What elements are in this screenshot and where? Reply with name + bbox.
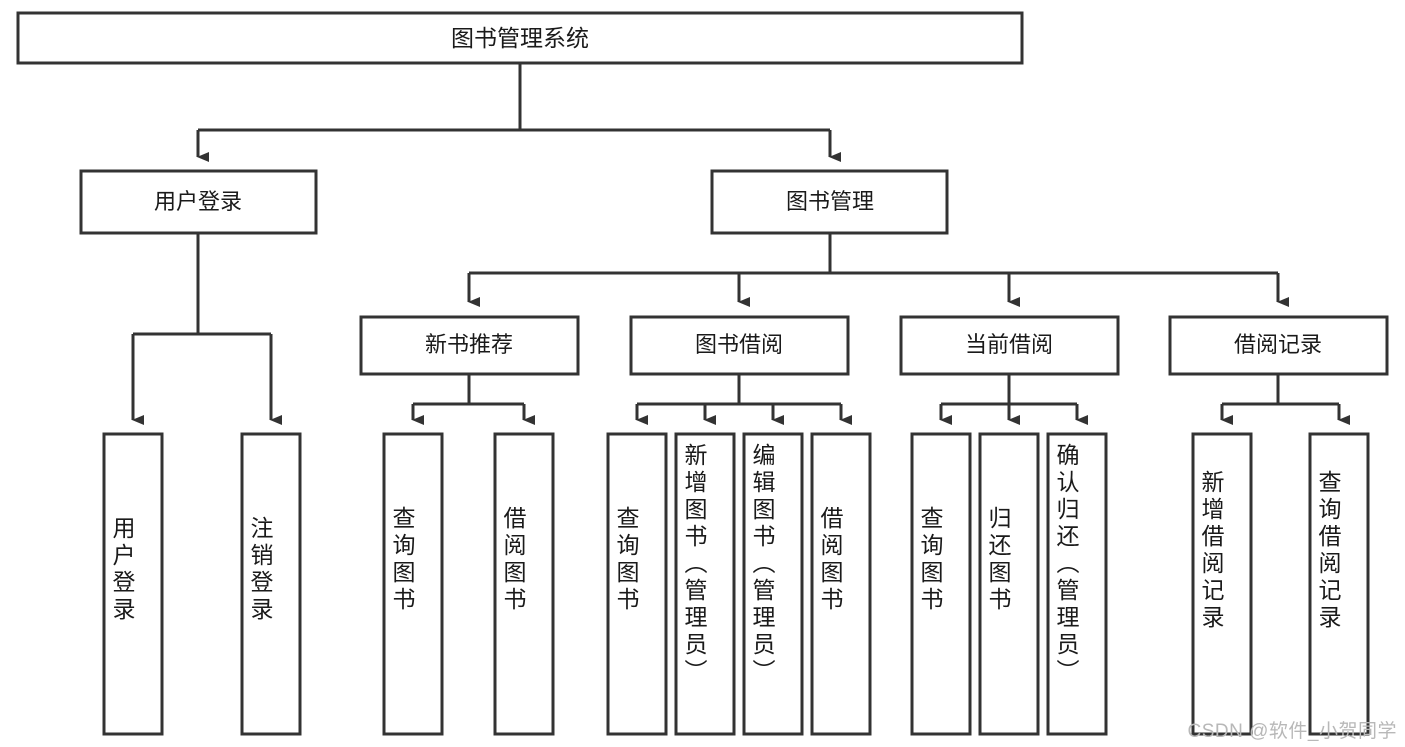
leaf-box-query-book-current[interactable] <box>910 432 972 736</box>
leaf-box-borrow-book-recommend[interactable] <box>493 432 555 736</box>
node-root-label: 图书管理系统 <box>451 25 589 51</box>
node-book-manage-label: 图书管理 <box>786 189 874 214</box>
node-borrow-record-box[interactable] <box>1168 315 1389 376</box>
leaf-box-query-borrow-record[interactable] <box>1308 432 1370 736</box>
leaf-box-query-book-recommend[interactable] <box>382 432 444 736</box>
leaf-box-edit-book-admin[interactable] <box>742 432 804 736</box>
leaf-box-query-book-borrow[interactable] <box>606 432 668 736</box>
node-current-borrow-label: 当前借阅 <box>965 332 1053 357</box>
node-user-login-label: 用户登录 <box>154 189 242 214</box>
node-borrow-record-label: 借阅记录 <box>1234 332 1322 357</box>
leaf-box-user-login[interactable] <box>102 432 164 736</box>
node-book-borrow-label: 图书借阅 <box>695 332 783 357</box>
leaf-box-add-borrow-record[interactable] <box>1191 432 1253 736</box>
leaf-box-add-book-admin[interactable] <box>674 432 736 736</box>
leaf-box-confirm-return-admin[interactable] <box>1046 432 1108 736</box>
node-new-book-recommend-label: 新书推荐 <box>425 332 513 357</box>
leaf-box-logout[interactable] <box>240 432 302 736</box>
node-root-box[interactable] <box>16 11 1024 65</box>
leaf-box-borrow-book[interactable] <box>810 432 872 736</box>
node-new-book-recommend-box[interactable] <box>359 315 580 376</box>
node-current-borrow-box[interactable] <box>899 315 1120 376</box>
node-book-manage-box[interactable] <box>710 169 949 235</box>
leaf-box-return-book[interactable] <box>978 432 1040 736</box>
csdn-watermark: CSDN @软件_小贺同学 <box>1187 721 1397 742</box>
node-book-borrow-box[interactable] <box>629 315 850 376</box>
